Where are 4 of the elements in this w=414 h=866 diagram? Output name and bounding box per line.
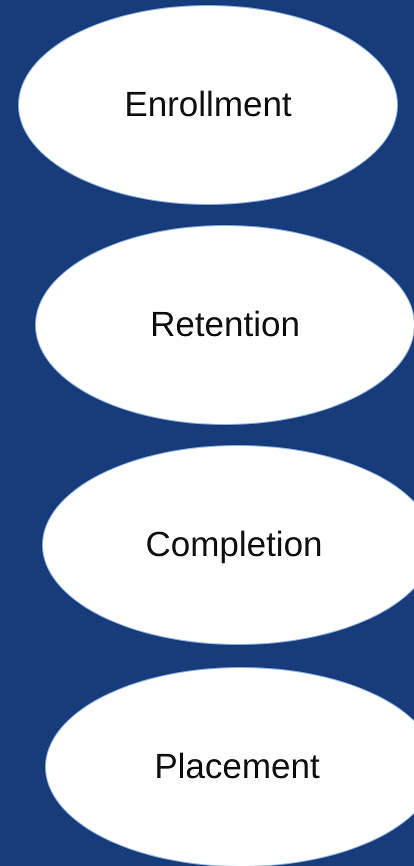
node-label: Enrollment bbox=[124, 85, 292, 125]
node-label: Placement bbox=[154, 747, 320, 787]
node-label: Retention bbox=[150, 305, 300, 345]
node-label: Completion bbox=[145, 525, 323, 565]
